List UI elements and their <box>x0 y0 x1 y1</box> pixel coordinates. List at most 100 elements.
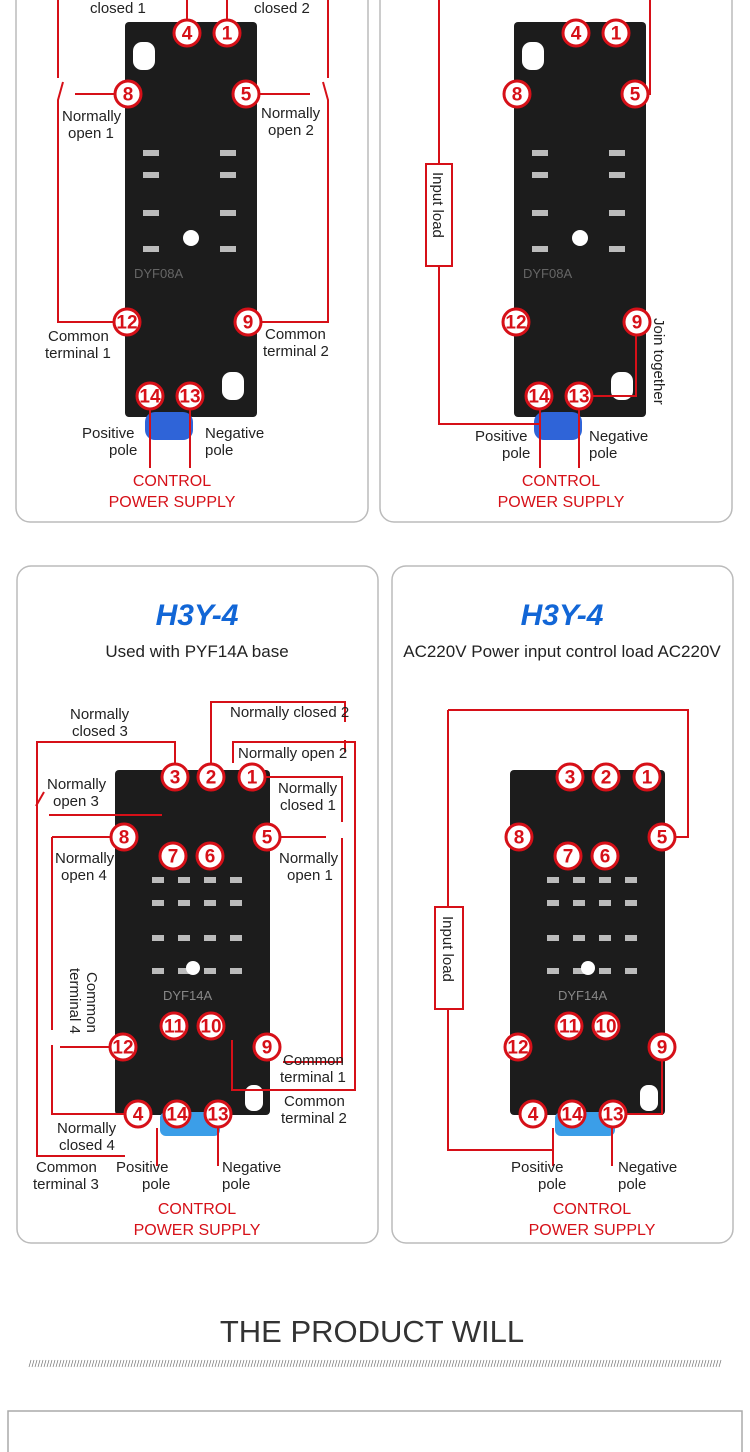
terminal-9: 9 <box>233 307 263 337</box>
svg-text:9: 9 <box>632 313 643 334</box>
wire <box>262 81 329 323</box>
label: open 2 <box>268 122 314 139</box>
terminal-7: 7 <box>553 841 583 871</box>
label: POWER SUPPLY <box>134 1222 261 1239</box>
terminal-3: 3 <box>555 762 585 792</box>
terminal-1: 1 <box>212 18 242 48</box>
top-right-labels: Input load Join together Positive pole N… <box>425 163 667 511</box>
label: Normally <box>261 105 321 122</box>
card-title: H3Y-4 <box>521 599 604 632</box>
svg-text:8: 8 <box>512 85 523 106</box>
svg-text:13: 13 <box>602 1105 623 1126</box>
label: Normally <box>278 780 338 797</box>
label: terminal 2 <box>281 1110 347 1127</box>
svg-text:12: 12 <box>116 313 137 334</box>
terminal-14: 14 <box>162 1099 192 1129</box>
release-clip <box>534 412 582 440</box>
label: pole <box>502 445 530 462</box>
terminal-5: 5 <box>252 822 282 852</box>
model-label: DYF14A <box>163 988 212 1003</box>
svg-text:9: 9 <box>243 313 254 334</box>
label: POWER SUPPLY <box>498 494 625 511</box>
svg-text:12: 12 <box>507 1038 528 1059</box>
input-load-box <box>425 163 453 267</box>
wire <box>35 791 45 807</box>
svg-text:4: 4 <box>571 24 582 45</box>
label: closed 2 <box>254 0 310 17</box>
svg-text:1: 1 <box>642 768 653 789</box>
svg-text:9: 9 <box>657 1038 668 1059</box>
label: pole <box>109 442 137 459</box>
label: Common <box>83 972 100 1033</box>
terminal-11: 11 <box>554 1011 584 1041</box>
terminal-4: 4 <box>518 1099 548 1129</box>
label: terminal 1 <box>45 345 111 362</box>
label: pole <box>589 445 617 462</box>
terminal-10: 10 <box>196 1011 226 1041</box>
relay-base-14pin: DYF14A <box>510 770 665 1136</box>
wire <box>51 1045 124 1115</box>
label: Normally open 2 <box>238 745 347 762</box>
svg-text:8: 8 <box>514 828 525 849</box>
terminal-14: 14 <box>557 1099 587 1129</box>
relay-base-8pin: DYF08A <box>514 22 646 440</box>
wire <box>231 741 356 1091</box>
svg-text:6: 6 <box>600 847 611 868</box>
terminal-9: 9 <box>647 1032 677 1062</box>
wire <box>438 266 541 425</box>
terminal-7: 7 <box>158 841 188 871</box>
svg-text:1: 1 <box>222 24 233 45</box>
terminal-6: 6 <box>590 841 620 871</box>
label: pole <box>205 442 233 459</box>
label: CONTROL <box>522 473 600 490</box>
label: Positive <box>511 1159 564 1176</box>
model-label: DYF08A <box>523 266 572 281</box>
svg-text:13: 13 <box>179 387 200 408</box>
label: open 3 <box>53 793 99 810</box>
wire <box>447 1009 554 1151</box>
wire <box>448 709 689 838</box>
svg-text:6: 6 <box>205 847 216 868</box>
label: Join together <box>650 318 667 405</box>
terminal-12: 12 <box>501 307 531 337</box>
label: POWER SUPPLY <box>109 494 236 511</box>
label: CONTROL <box>158 1201 236 1218</box>
svg-text:9: 9 <box>262 1038 273 1059</box>
bottom-left-labels: H3Y-4 Used with PYF14A base Normally clo… <box>33 599 349 1239</box>
wire <box>57 81 113 323</box>
card-subtitle: Used with PYF14A base <box>105 642 288 661</box>
terminal-9: 9 <box>252 1032 282 1062</box>
terminal-10: 10 <box>591 1011 621 1041</box>
svg-text:5: 5 <box>657 828 668 849</box>
label: Normally closed 2 <box>230 704 349 721</box>
terminal-8: 8 <box>502 79 532 109</box>
terminal-13: 13 <box>203 1099 233 1129</box>
input-load-box <box>434 906 464 1010</box>
label: terminal 2 <box>263 343 329 360</box>
label: closed 1 <box>90 0 146 17</box>
terminal-1: 1 <box>237 762 267 792</box>
svg-text:10: 10 <box>200 1017 221 1038</box>
svg-text:4: 4 <box>182 24 193 45</box>
label: open 4 <box>61 867 107 884</box>
label: Common <box>265 326 326 343</box>
label: Normally <box>70 706 130 723</box>
label: Positive <box>82 425 135 442</box>
label: pole <box>142 1176 170 1193</box>
terminal-14: 14 <box>524 381 554 411</box>
card-subtitle: AC220V Power input control load AC220V <box>403 642 721 661</box>
label: Input load <box>429 172 446 238</box>
label: terminal 3 <box>33 1176 99 1193</box>
svg-text:13: 13 <box>568 387 589 408</box>
terminal-8: 8 <box>109 822 139 852</box>
svg-text:14: 14 <box>561 1105 583 1126</box>
label: Normally <box>57 1120 117 1137</box>
svg-text:5: 5 <box>262 828 273 849</box>
wire <box>36 741 176 1157</box>
svg-text:13: 13 <box>207 1105 228 1126</box>
label: pole <box>618 1176 646 1193</box>
terminal-4: 4 <box>172 18 202 48</box>
terminal-3: 3 <box>160 762 190 792</box>
label: Normally <box>279 850 339 867</box>
